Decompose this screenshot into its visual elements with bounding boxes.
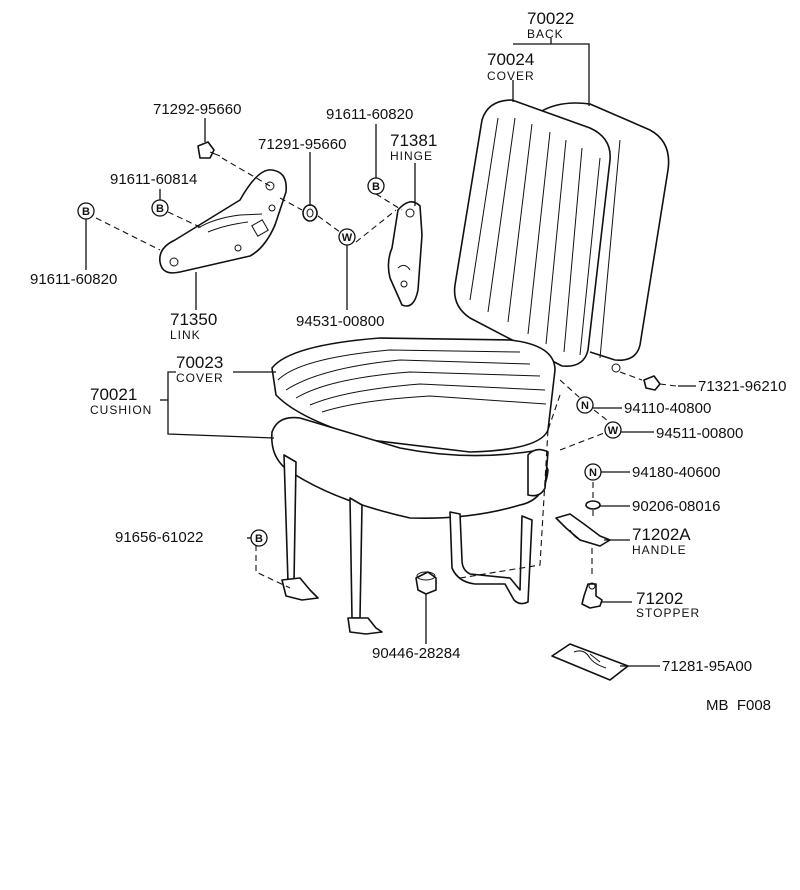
back-bracket-line — [513, 43, 590, 106]
floor-plate — [551, 643, 629, 681]
bolt-upper-label: 91611-60814 — [110, 171, 197, 188]
washer-right-label: 94511-00800 — [656, 425, 743, 442]
washer-link-label: 94531-00800 — [296, 313, 384, 330]
nut-upper-label: 94110-40800 — [624, 400, 711, 417]
back-cover-name: COVER — [487, 69, 535, 83]
washer-handle-label: 90206-08016 — [632, 498, 720, 515]
cushion-cover-number: 70023 — [176, 353, 223, 372]
back-pivot — [611, 363, 621, 373]
bolt-symbol-hinge: B — [367, 177, 385, 195]
cushion-leader-lower — [167, 400, 275, 439]
svg-text:N: N — [581, 400, 589, 412]
nut-symbol-lower: N — [584, 463, 602, 481]
back-cover-number: 70024 — [487, 50, 534, 69]
seat-back — [453, 99, 670, 367]
link-name: LINK — [170, 328, 201, 342]
back-number: 70022 — [527, 9, 574, 28]
bolt-frame-label: 91656-61022 — [115, 529, 203, 546]
handle-lever — [555, 513, 611, 547]
bolt-back-label: 71321-96210 — [698, 378, 786, 395]
stopper-name: STOPPER — [636, 606, 700, 620]
bolt-symbol-upper: B — [151, 199, 169, 217]
bolt-hinge-label: 91611-60820 — [326, 106, 413, 123]
bolt-link-label: 71292-95660 — [153, 101, 241, 118]
washer-symbol-link: W — [338, 228, 356, 246]
svg-text:W: W — [608, 425, 619, 437]
hinge-bracket — [387, 201, 423, 307]
seat-cushion — [270, 337, 556, 520]
washer-symbol-right: W — [604, 421, 622, 439]
cushion-cover-name: COVER — [176, 371, 224, 385]
handle-name: HANDLE — [632, 543, 687, 557]
stopper-pin — [581, 582, 603, 609]
svg-text:B: B — [255, 533, 263, 545]
svg-text:B: B — [82, 206, 90, 218]
nut-lower-label: 94180-40600 — [632, 464, 720, 481]
back-name: BACK — [527, 27, 564, 41]
seat-frame — [255, 394, 561, 635]
bolt-symbol-left: B — [77, 202, 95, 220]
bolt-left-label: 91611-60820 — [30, 271, 117, 288]
nut-symbol-upper: N — [576, 396, 594, 414]
link-bracket — [158, 169, 288, 274]
link-bushing — [302, 204, 318, 222]
bushing-label: 71291-95660 — [258, 136, 346, 153]
bolt-symbol-frame: B — [250, 529, 268, 547]
plate-label: 71281-95A00 — [662, 658, 752, 675]
cap-part — [415, 571, 437, 595]
handle-washer — [585, 500, 601, 510]
svg-text:B: B — [372, 181, 380, 193]
footer-code: MB F008 — [706, 697, 771, 714]
handle-number: 71202A — [632, 525, 691, 544]
cap-label: 90446-28284 — [372, 645, 460, 662]
cushion-leader-upper — [167, 371, 176, 400]
hinge-name: HINGE — [390, 149, 433, 163]
cushion-number: 70021 — [90, 385, 137, 404]
svg-text:N: N — [589, 467, 597, 479]
hinge-number: 71381 — [390, 131, 437, 150]
cushion-name: CUSHION — [90, 403, 152, 417]
link-number: 71350 — [170, 310, 217, 329]
stopper-number: 71202 — [636, 589, 683, 608]
svg-text:B: B — [156, 203, 164, 215]
svg-text:W: W — [342, 232, 353, 244]
back-bolt — [643, 375, 677, 391]
link-bolt — [197, 141, 221, 159]
